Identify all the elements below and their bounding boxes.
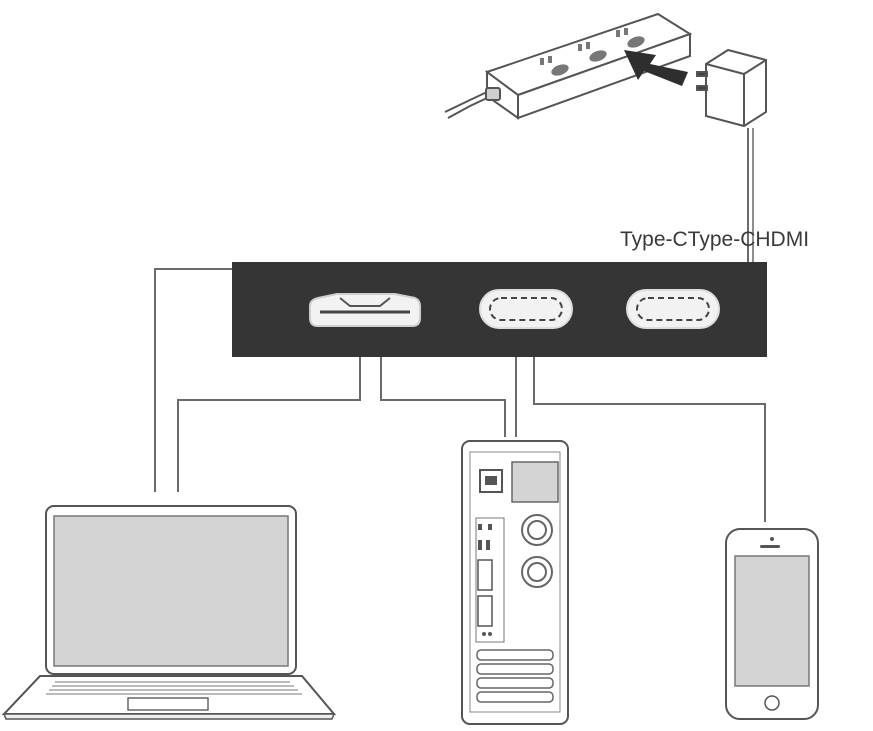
tower-body [461,440,569,725]
edge-phone-to-type-c [533,336,766,522]
usb-c-power-port-icon [626,289,720,329]
power-adapter-icon [696,48,767,128]
tower-fans [521,514,553,588]
smartphone-icon [725,528,819,720]
edge-laptop-to-hdmi [177,336,361,492]
tower-io-panel [477,524,493,636]
laptop-icon [1,505,337,720]
laptop-screen [53,515,289,667]
laptop-keyboard [46,681,302,695]
hdmi-port-icon [309,293,421,327]
usb-c-port-icon [479,289,573,329]
desktop-tower-icon [461,440,569,725]
tower-expansion-slots [476,649,554,703]
port-label: Type-CType-CHDMI [620,228,810,251]
hub-panel [232,262,767,357]
tower-psu [511,461,559,503]
insert-arrow-icon [624,50,688,86]
phone-home-button [764,695,780,711]
edge-desktop-to-hdmi [380,336,506,437]
phone-screen [734,555,810,687]
laptop-touchpad [127,697,209,711]
